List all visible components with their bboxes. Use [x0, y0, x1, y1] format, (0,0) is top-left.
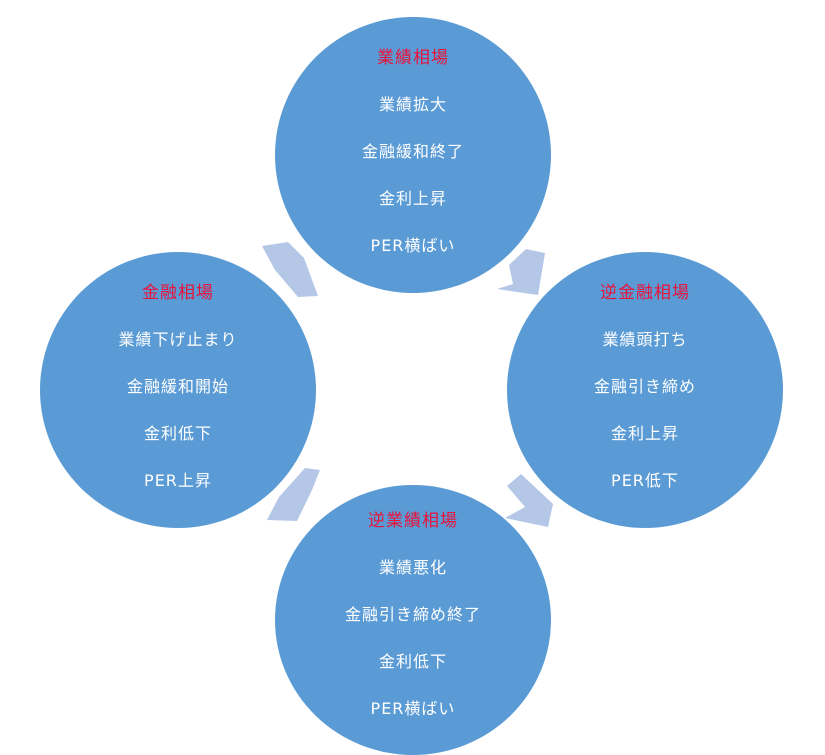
arrow-left-to-top: [262, 242, 318, 297]
phase-line: 金融引き締め終了: [344, 605, 481, 624]
phase-line: 業績頭打ち: [602, 330, 688, 349]
phase-circle-reverse-earnings-market: 逆業績相場 業績悪化 金融引き締め終了 金利低下 PER横ばい: [275, 485, 551, 755]
phase-line: 金利上昇: [610, 424, 679, 443]
phase-line: 金融緩和終了: [361, 142, 464, 161]
phase-line: 金利低下: [143, 424, 212, 443]
phase-title: 逆金融相場: [600, 283, 690, 303]
phase-line: 金融引き締め: [593, 377, 696, 396]
phase-title: 逆業績相場: [368, 511, 458, 531]
phase-line: 業績拡大: [378, 95, 447, 114]
phase-line: PER低下: [611, 471, 679, 490]
phase-circle-financial-market: 金融相場 業績下げ止まり 金融緩和開始 金利低下 PER上昇: [40, 252, 316, 528]
phase-circle-reverse-financial-market: 逆金融相場 業績頭打ち 金融引き締め 金利上昇 PER低下: [507, 252, 783, 528]
phase-line: 業績悪化: [378, 558, 447, 577]
phase-line: PER横ばい: [370, 236, 456, 255]
arrow-bottom-to-left: [267, 468, 320, 521]
phase-circle-earnings-market: 業績相場 業績拡大 金融緩和終了 金利上昇 PER横ばい: [275, 17, 551, 293]
phase-line: PER上昇: [144, 471, 212, 490]
arrow-top-to-right: [497, 249, 545, 295]
phase-title: 業績相場: [377, 48, 449, 68]
arrow-right-to-bottom: [505, 474, 553, 527]
phase-title: 金融相場: [142, 283, 214, 303]
phase-line: 業績下げ止まり: [118, 330, 238, 349]
phase-line: PER横ばい: [370, 699, 456, 718]
phase-line: 金融緩和開始: [126, 377, 229, 396]
phase-line: 金利上昇: [378, 189, 447, 208]
phase-line: 金利低下: [378, 652, 447, 671]
